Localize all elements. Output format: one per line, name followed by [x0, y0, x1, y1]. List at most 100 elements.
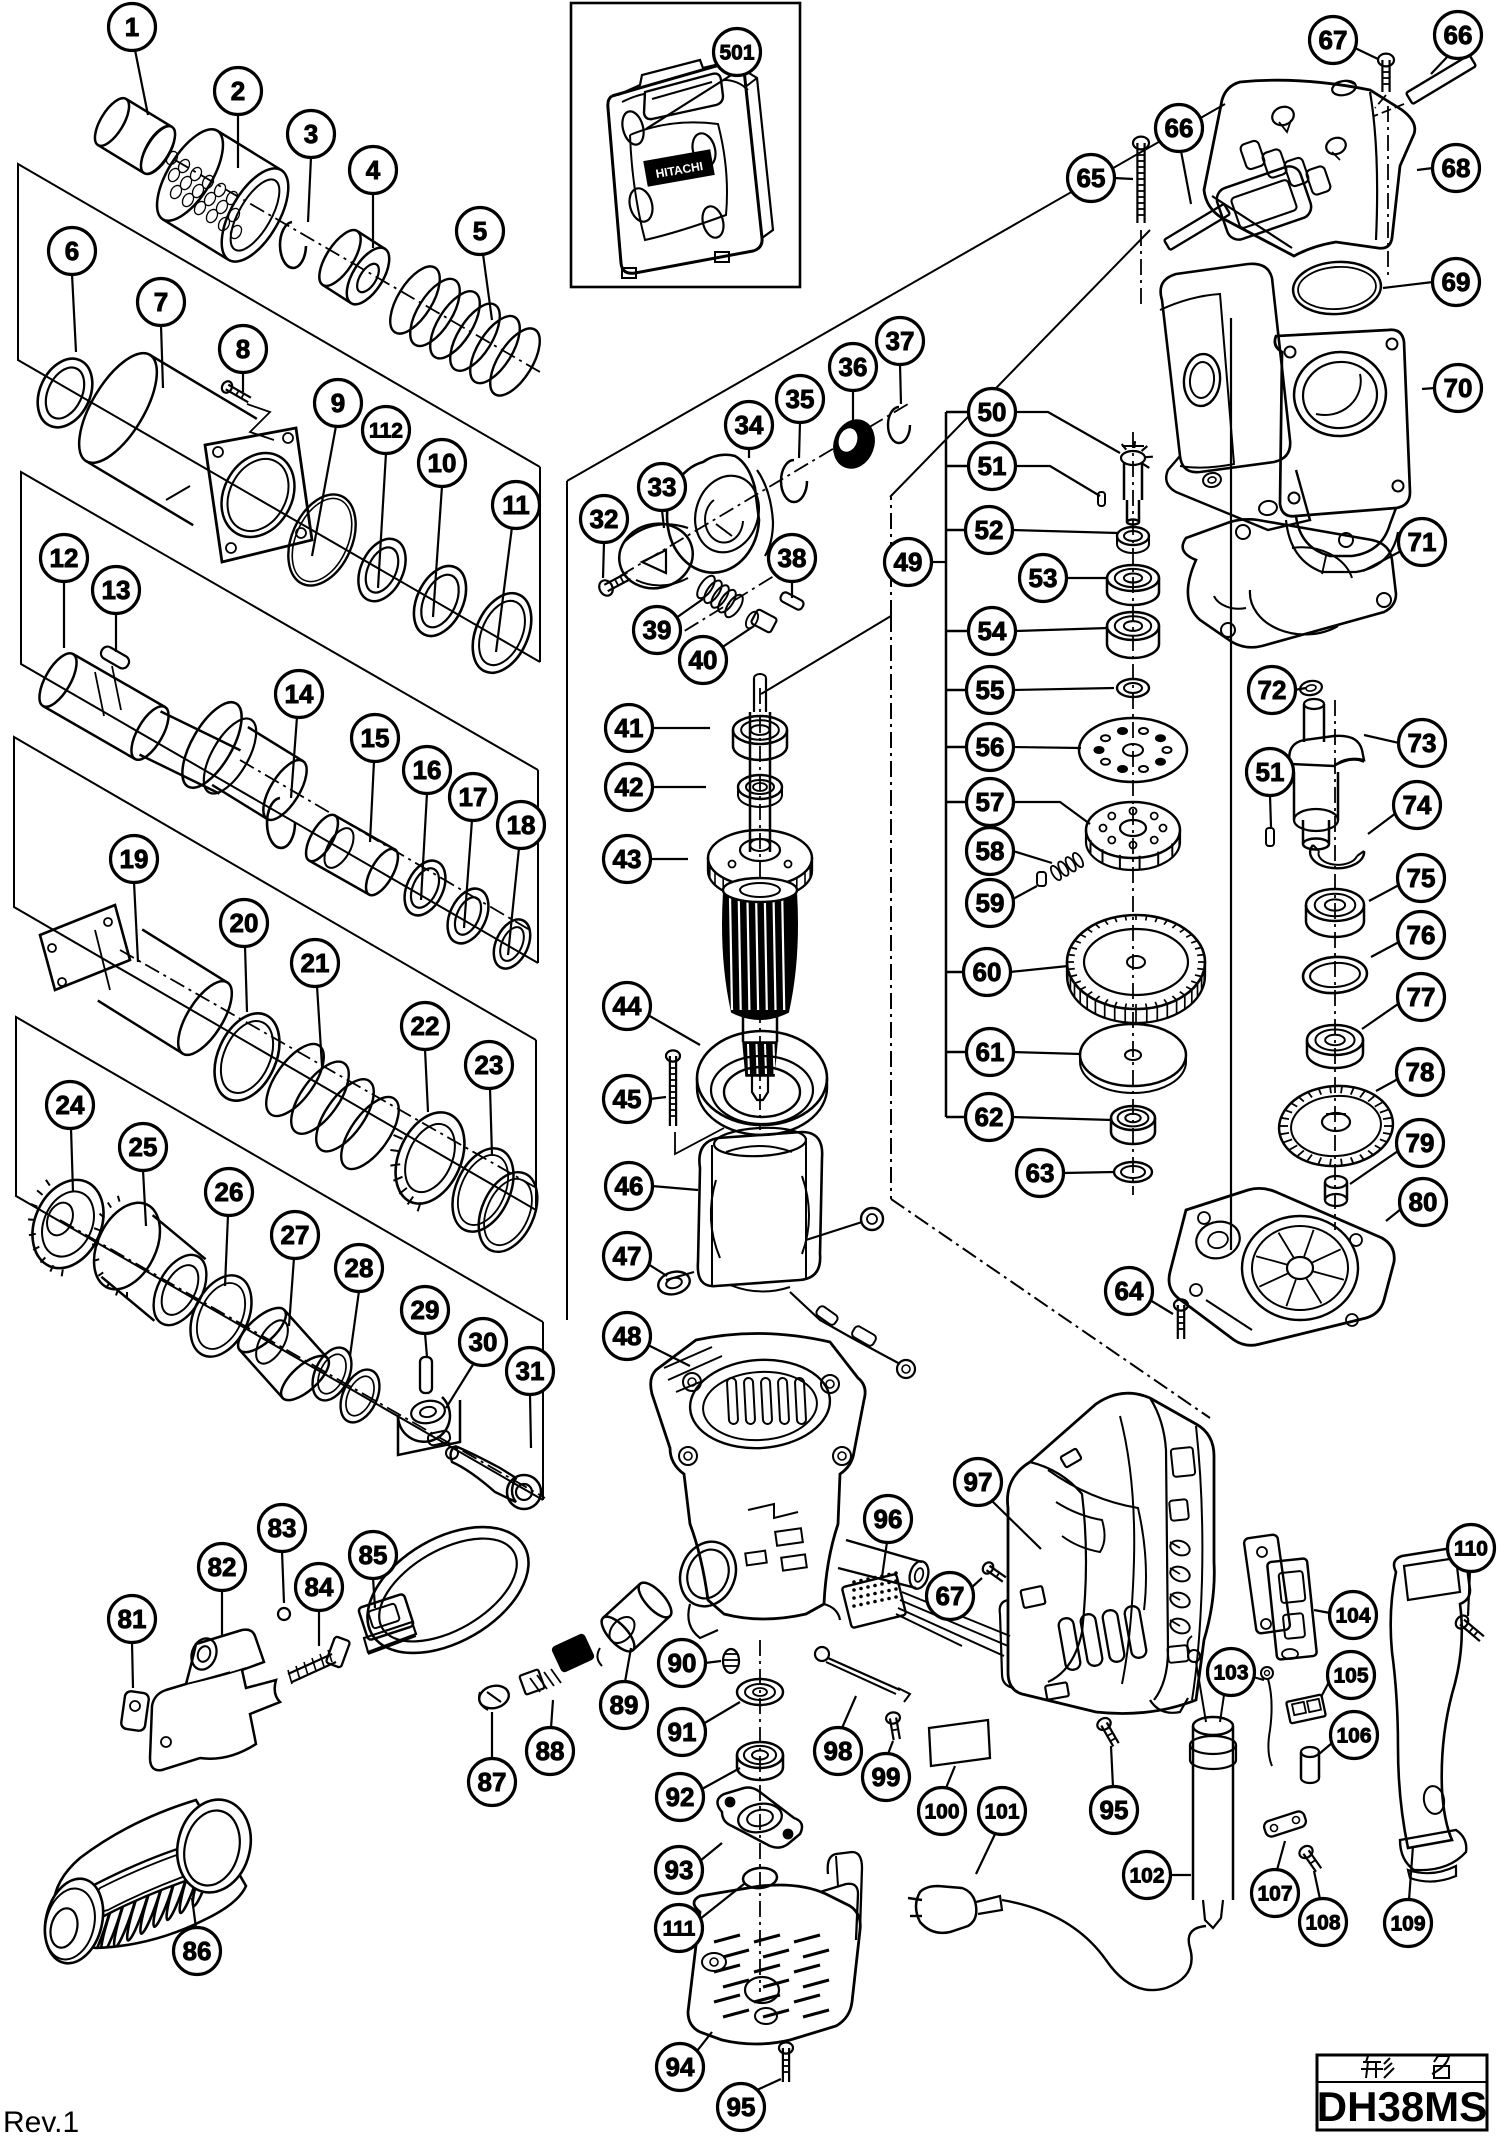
svg-text:56: 56 [976, 732, 1005, 762]
svg-text:70: 70 [1444, 373, 1473, 403]
svg-text:67: 67 [1319, 25, 1348, 55]
svg-text:23: 23 [475, 1050, 504, 1080]
svg-text:2: 2 [231, 76, 245, 106]
svg-text:51: 51 [978, 451, 1007, 481]
svg-text:47: 47 [613, 1241, 642, 1271]
svg-text:95: 95 [727, 2092, 756, 2122]
svg-text:52: 52 [975, 515, 1004, 545]
svg-text:75: 75 [1407, 863, 1436, 893]
svg-text:50: 50 [978, 397, 1007, 427]
svg-text:49: 49 [894, 547, 923, 577]
svg-text:54: 54 [978, 616, 1007, 646]
svg-text:89: 89 [610, 1690, 639, 1720]
svg-text:95: 95 [1100, 1795, 1129, 1825]
svg-text:111: 111 [663, 1918, 696, 1941]
svg-text:82: 82 [208, 1552, 237, 1582]
svg-text:76: 76 [1407, 920, 1436, 950]
svg-text:96: 96 [874, 1504, 903, 1534]
svg-text:27: 27 [281, 1220, 310, 1250]
svg-text:20: 20 [230, 908, 259, 938]
svg-text:42: 42 [615, 772, 644, 802]
svg-text:94: 94 [666, 2052, 695, 2082]
svg-text:19: 19 [120, 844, 149, 874]
svg-text:25: 25 [129, 1132, 158, 1162]
svg-text:112: 112 [369, 420, 403, 443]
svg-text:13: 13 [102, 575, 131, 605]
svg-text:85: 85 [359, 1540, 388, 1570]
svg-text:81: 81 [118, 1604, 147, 1634]
svg-text:73: 73 [1408, 728, 1437, 758]
svg-text:87: 87 [478, 1767, 507, 1797]
svg-text:92: 92 [666, 1782, 695, 1812]
svg-text:43: 43 [613, 844, 642, 874]
svg-text:104: 104 [1335, 1605, 1370, 1628]
svg-text:58: 58 [976, 836, 1005, 866]
svg-text:38: 38 [778, 543, 807, 573]
svg-text:41: 41 [615, 713, 644, 743]
svg-text:40: 40 [689, 645, 718, 675]
svg-text:59: 59 [976, 888, 1005, 918]
svg-text:29: 29 [411, 1295, 440, 1325]
svg-text:11: 11 [502, 490, 530, 520]
svg-text:31: 31 [516, 1356, 545, 1386]
svg-text:90: 90 [668, 1648, 697, 1678]
svg-text:26: 26 [215, 1177, 244, 1207]
svg-text:79: 79 [1406, 1128, 1435, 1158]
svg-text:60: 60 [973, 957, 1002, 987]
svg-text:91: 91 [668, 1717, 697, 1747]
svg-text:88: 88 [536, 1736, 565, 1766]
svg-text:5: 5 [473, 216, 487, 246]
svg-text:66: 66 [1165, 113, 1194, 143]
svg-text:103: 103 [1213, 1662, 1248, 1685]
svg-text:37: 37 [886, 326, 915, 356]
svg-text:71: 71 [1408, 527, 1437, 557]
svg-text:66: 66 [1444, 20, 1473, 50]
svg-text:86: 86 [183, 1936, 212, 1966]
svg-text:35: 35 [786, 384, 815, 414]
svg-text:21: 21 [301, 948, 330, 978]
svg-text:69: 69 [1442, 267, 1471, 297]
svg-text:62: 62 [975, 1102, 1004, 1132]
svg-text:77: 77 [1407, 982, 1436, 1012]
svg-text:34: 34 [735, 410, 764, 440]
svg-text:501: 501 [719, 42, 754, 65]
svg-text:93: 93 [665, 1855, 694, 1885]
svg-text:106: 106 [1336, 1725, 1371, 1748]
svg-text:3: 3 [304, 119, 318, 149]
svg-text:1: 1 [125, 12, 139, 42]
svg-text:102: 102 [1129, 1865, 1164, 1888]
svg-text:33: 33 [648, 472, 677, 502]
svg-text:98: 98 [824, 1736, 853, 1766]
svg-text:72: 72 [1258, 675, 1287, 705]
svg-text:63: 63 [1026, 1158, 1055, 1188]
svg-text:16: 16 [413, 755, 442, 785]
svg-text:DH38MS: DH38MS [1317, 2083, 1487, 2130]
svg-text:32: 32 [590, 504, 619, 534]
svg-text:44: 44 [613, 991, 642, 1021]
svg-text:17: 17 [459, 782, 488, 812]
svg-text:107: 107 [1257, 1883, 1292, 1906]
svg-text:51: 51 [1256, 757, 1285, 787]
svg-text:10: 10 [428, 448, 457, 478]
svg-text:8: 8 [236, 334, 250, 364]
svg-text:80: 80 [1409, 1187, 1438, 1217]
svg-text:78: 78 [1406, 1057, 1435, 1087]
svg-text:14: 14 [285, 679, 314, 709]
svg-text:15: 15 [361, 723, 390, 753]
svg-text:67: 67 [936, 1581, 965, 1611]
svg-text:39: 39 [643, 615, 672, 645]
svg-text:65: 65 [1077, 163, 1106, 193]
svg-text:53: 53 [1029, 563, 1058, 593]
svg-text:Rev.1: Rev.1 [3, 2106, 79, 2136]
svg-text:4: 4 [366, 155, 381, 185]
svg-text:108: 108 [1305, 1912, 1340, 1935]
svg-text:61: 61 [976, 1037, 1005, 1067]
svg-text:46: 46 [615, 1171, 644, 1201]
svg-text:57: 57 [976, 787, 1005, 817]
svg-text:12: 12 [50, 543, 79, 573]
svg-text:105: 105 [1333, 1665, 1368, 1688]
svg-text:100: 100 [924, 1801, 959, 1824]
svg-text:84: 84 [305, 1572, 334, 1602]
svg-text:18: 18 [507, 810, 536, 840]
svg-text:9: 9 [331, 388, 345, 418]
